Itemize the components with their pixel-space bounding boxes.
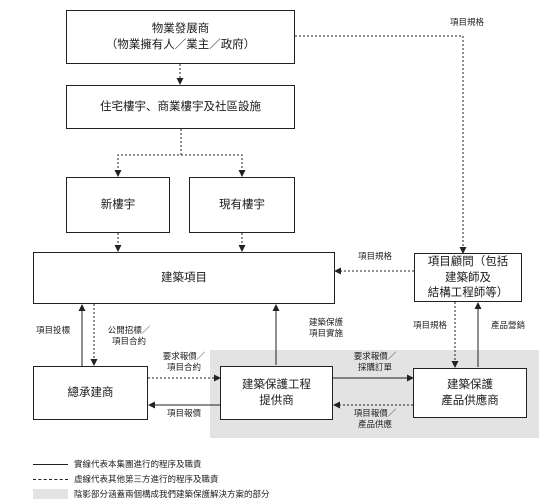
project-quote-label: 項目報價 [166, 409, 201, 419]
developer-box: 物業發展商 （物業擁有人／業主／政府） [66, 10, 295, 64]
new-buildings-box: 新樓宇 [66, 177, 170, 233]
tender-label: 項目投標 [35, 326, 70, 336]
consultant-box: 項目顧問（包括 建築師及 結構工程師等） [414, 253, 522, 302]
legend-shaded-text: 陰影部分涵蓋兩個構成我們建築保護解決方案的部分 [74, 490, 270, 500]
project-spec-low-label: 項目規格 [412, 321, 447, 331]
legend-dashed-line [33, 479, 68, 480]
legend-dashed-text: 虛線代表其他第三方進行的程序及職責 [74, 475, 219, 485]
protection-impl-label: 建築保護 項目實施 [308, 318, 343, 339]
main-contractor-box: 總承建商 [33, 366, 148, 420]
legend-shade-swatch [33, 489, 68, 499]
legend-solid-text: 實線代表本集團進行的程序及職責 [74, 460, 202, 470]
protection-provider-box: 建築保護工程 提供商 [220, 366, 333, 420]
existing-buildings-box: 現有樓宇 [189, 177, 295, 233]
buildings-box: 住宅樓宇、商業樓宇及社區設施 [66, 85, 295, 129]
legend-solid-line [33, 464, 68, 465]
quote-order-label: 要求報價／ 採購訂單 [353, 352, 397, 373]
public-tender-label: 公開招標／ 項目合約 [107, 326, 151, 347]
product-supplier-box: 建築保護 產品供應商 [413, 368, 527, 418]
product-sales-label: 產品營銷 [490, 321, 525, 331]
project-spec-top-label: 項目規格 [449, 18, 484, 28]
project-spec-mid-label: 項目規格 [357, 252, 392, 262]
quote-contract-label: 要求報價／ 項目合約 [162, 352, 206, 373]
construction-project-box: 建築項目 [33, 252, 335, 304]
quote-supply-label: 項目報價／ 產品供應 [353, 409, 397, 430]
